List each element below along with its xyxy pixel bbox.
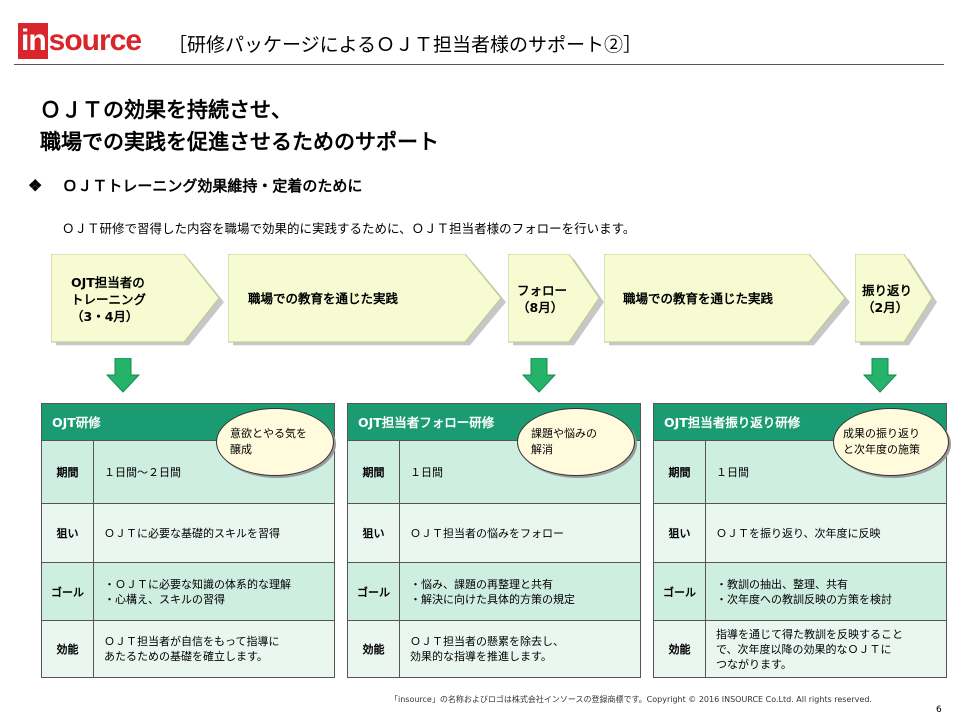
- headline-line-1: ＯＪＴの効果を持続させ、: [40, 97, 292, 122]
- callout-line-2: 醸成: [230, 443, 252, 456]
- insource-logo: in source: [18, 23, 142, 59]
- row-label: 効能: [42, 621, 94, 677]
- row-value: １日間～２日間: [104, 465, 181, 479]
- card-row-goal: ゴール ・教訓の抽出、整理、共有 ・次年度への教訓反映の方策を検討: [654, 563, 946, 621]
- header-divider: [14, 64, 944, 65]
- section-description: ＯＪＴ研修で習得した内容を職場で効果的に実践するために、ＯＪＴ担当者様のフォロー…: [62, 221, 636, 236]
- copyright-footer: 「insource」の名称およびロゴは株式会社インソースの登録商標です。Copy…: [390, 695, 872, 704]
- row-label: ゴール: [42, 563, 94, 620]
- flow-step-label: OJT担当者の トレーニング （3・4月）: [71, 275, 147, 324]
- flow-step-review: 振り返り （2月）: [855, 254, 937, 346]
- row-label: 狙い: [42, 504, 94, 562]
- row-label: ゴール: [348, 563, 400, 620]
- row-value: ・教訓の抽出、整理、共有 ・次年度への教訓反映の方策を検討: [716, 577, 892, 606]
- row-label: ゴール: [654, 563, 706, 620]
- down-arrow-icon: [106, 358, 140, 393]
- flow-step-shape: [228, 254, 506, 346]
- callout-bubble: 成果の振り返り と次年度の施策: [833, 408, 949, 476]
- slide-title: ［研修パッケージによるＯＪＴ担当者様のサポート②］: [168, 34, 643, 56]
- row-value: ・悩み、課題の再整理と共有 ・解決に向けた具体的方策の規定: [410, 577, 575, 606]
- callout-line-1: 課題や悩みの: [531, 427, 597, 440]
- callout-line-1: 成果の振り返り: [843, 427, 920, 440]
- down-arrow-icon: [863, 358, 897, 393]
- callout-bubble: 意欲とやる気を 醸成: [216, 408, 334, 476]
- section-heading-text: ＯＪＴトレーニング効果維持・定着のために: [62, 177, 363, 195]
- row-value: ＯＪＴに必要な基礎的スキルを習得: [104, 526, 280, 540]
- card-row-aim: 狙い ＯＪＴに必要な基礎的スキルを習得: [42, 504, 334, 563]
- logo-source: source: [48, 24, 142, 57]
- card-row-effect: 効能 ＯＪＴ担当者が自信をもって指導に あたるための基礎を確立します。: [42, 621, 334, 677]
- row-value: ＯＪＴ担当者の懸累を除去し、 効果的な指導を推進します。: [410, 635, 564, 663]
- row-label: 期間: [348, 441, 400, 503]
- page-number: 6: [936, 705, 942, 715]
- card-row-aim: 狙い ＯＪＴ担当者の悩みをフォロー: [348, 504, 640, 563]
- card-row-goal: ゴール ・ＯＪＴに必要な知識の体系的な理解 ・心構え、スキルの習得: [42, 563, 334, 621]
- row-value: 指導を通じて得た教訓を反映すること で、次年度以降の効果的なＯＪＴに つながりま…: [716, 627, 903, 671]
- flow-step-practice-1: 職場での教育を通じた実践: [228, 254, 506, 346]
- flow-step-label: 振り返り （2月）: [862, 283, 913, 315]
- row-value: ＯＪＴを振り返り、次年度に反映: [716, 526, 881, 540]
- down-arrow-icon: [522, 358, 556, 393]
- row-value: ＯＪＴ担当者の悩みをフォロー: [410, 526, 564, 540]
- flow-step-shape: [855, 254, 937, 346]
- flow-step-shape: [604, 254, 850, 346]
- flow-step-practice-2: 職場での教育を通じた実践: [604, 254, 850, 346]
- flow-step-label: 職場での教育を通じた実践: [248, 291, 399, 306]
- row-label: 期間: [654, 441, 706, 503]
- row-label: 効能: [654, 621, 706, 677]
- diamond-bullet-icon: ❖: [28, 176, 43, 195]
- flow-step-shape: [51, 254, 224, 346]
- flow-step-shape: [508, 254, 604, 346]
- callout-line-2: 解消: [531, 443, 553, 456]
- flow-step-label: フォロー （8月）: [517, 283, 568, 315]
- card-row-goal: ゴール ・悩み、課題の再整理と共有 ・解決に向けた具体的方策の規定: [348, 563, 640, 621]
- row-label: 狙い: [654, 504, 706, 562]
- headline: ＯＪＴの効果を持続させ、 職場での実践を促進させるためのサポート: [40, 94, 439, 158]
- row-value: １日間: [716, 465, 749, 479]
- card-row-effect: 効能 ＯＪＴ担当者の懸累を除去し、 効果的な指導を推進します。: [348, 621, 640, 677]
- row-value: ・ＯＪＴに必要な知識の体系的な理解 ・心構え、スキルの習得: [104, 577, 291, 606]
- row-value: １日間: [410, 465, 443, 479]
- card-review-training: OJT担当者振り返り研修 期間 １日間 狙い ＯＪＴを振り返り、次年度に反映 ゴ…: [653, 403, 947, 678]
- row-label: 期間: [42, 441, 94, 503]
- card-row-effect: 効能 指導を通じて得た教訓を反映すること で、次年度以降の効果的なＯＪＴに つな…: [654, 621, 946, 677]
- row-label: 効能: [348, 621, 400, 677]
- flow-step-label: 職場での教育を通じた実践: [623, 291, 774, 306]
- logo-in: in: [18, 23, 48, 59]
- callout-line-1: 意欲とやる気を: [230, 427, 307, 440]
- row-value: ＯＪＴ担当者が自信をもって指導に あたるための基礎を確立します。: [104, 635, 280, 663]
- flow-step-follow: フォロー （8月）: [508, 254, 604, 346]
- headline-line-2: 職場での実践を促進させるためのサポート: [40, 129, 439, 154]
- section-heading: ❖ ＯＪＴトレーニング効果維持・定着のために: [28, 175, 362, 196]
- callout-bubble: 課題や悩みの 解消: [517, 408, 635, 476]
- flow-step-training: OJT担当者の トレーニング （3・4月）: [51, 254, 224, 346]
- callout-line-2: と次年度の施策: [843, 443, 920, 456]
- card-row-aim: 狙い ＯＪＴを振り返り、次年度に反映: [654, 504, 946, 563]
- row-label: 狙い: [348, 504, 400, 562]
